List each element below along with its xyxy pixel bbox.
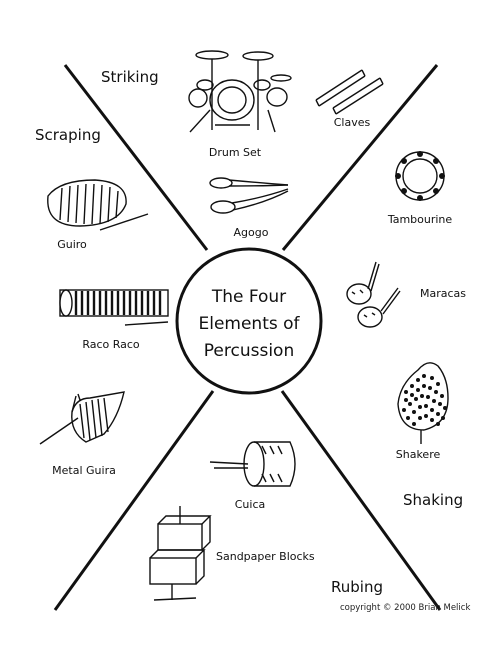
label-metal-guira: Metal Guira: [52, 464, 116, 477]
label-maracas: Maracas: [420, 287, 466, 300]
guiro-icon: [47, 179, 149, 231]
label-agogo: Agogo: [234, 226, 269, 239]
claves-icon: [315, 69, 384, 115]
divider-top-left: [63, 64, 209, 251]
center-title-line2: Elements of: [198, 314, 300, 334]
raco-raco-icon: [59, 289, 169, 326]
divider-top-right: [281, 64, 439, 251]
tambourine-jingles: [395, 151, 445, 201]
label-raco-raco: Raco Raco: [82, 338, 140, 351]
label-cuica: Cuica: [235, 498, 266, 511]
section-label-striking: Striking: [101, 68, 159, 86]
center-circle: [175, 247, 323, 395]
label-tambourine: Tambourine: [387, 213, 453, 226]
cuica-icon: [209, 441, 296, 487]
section-label-rubbing: Rubing: [331, 578, 383, 596]
label-sandpaper-blocks: Sandpaper Blocks: [216, 550, 315, 563]
section-label-shaking: Shaking: [403, 491, 463, 509]
drum-set-icon: [188, 50, 292, 133]
sandpaper-blocks-icon: [149, 506, 212, 601]
divider-lines: [53, 64, 442, 611]
center-title-line3: Percussion: [204, 341, 294, 361]
maracas-icon: [346, 261, 401, 328]
shakere-beads: [402, 374, 447, 426]
divider-bottom-right: [280, 390, 442, 611]
label-shakere: Shakere: [396, 448, 441, 461]
label-claves: Claves: [334, 116, 371, 129]
copyright-text: copyright © 2000 Brian Melick: [340, 603, 470, 613]
section-label-scraping: Scraping: [35, 126, 101, 144]
shakere-icon: [397, 362, 449, 444]
metal-guira-icon: [39, 391, 125, 445]
agogo-icon: [209, 177, 289, 214]
center-title-line1: The Four: [211, 287, 286, 307]
label-guiro: Guiro: [57, 238, 87, 251]
divider-bottom-left: [53, 390, 215, 611]
raco-raco-ridges: [74, 291, 162, 315]
label-drum-set: Drum Set: [209, 146, 262, 159]
